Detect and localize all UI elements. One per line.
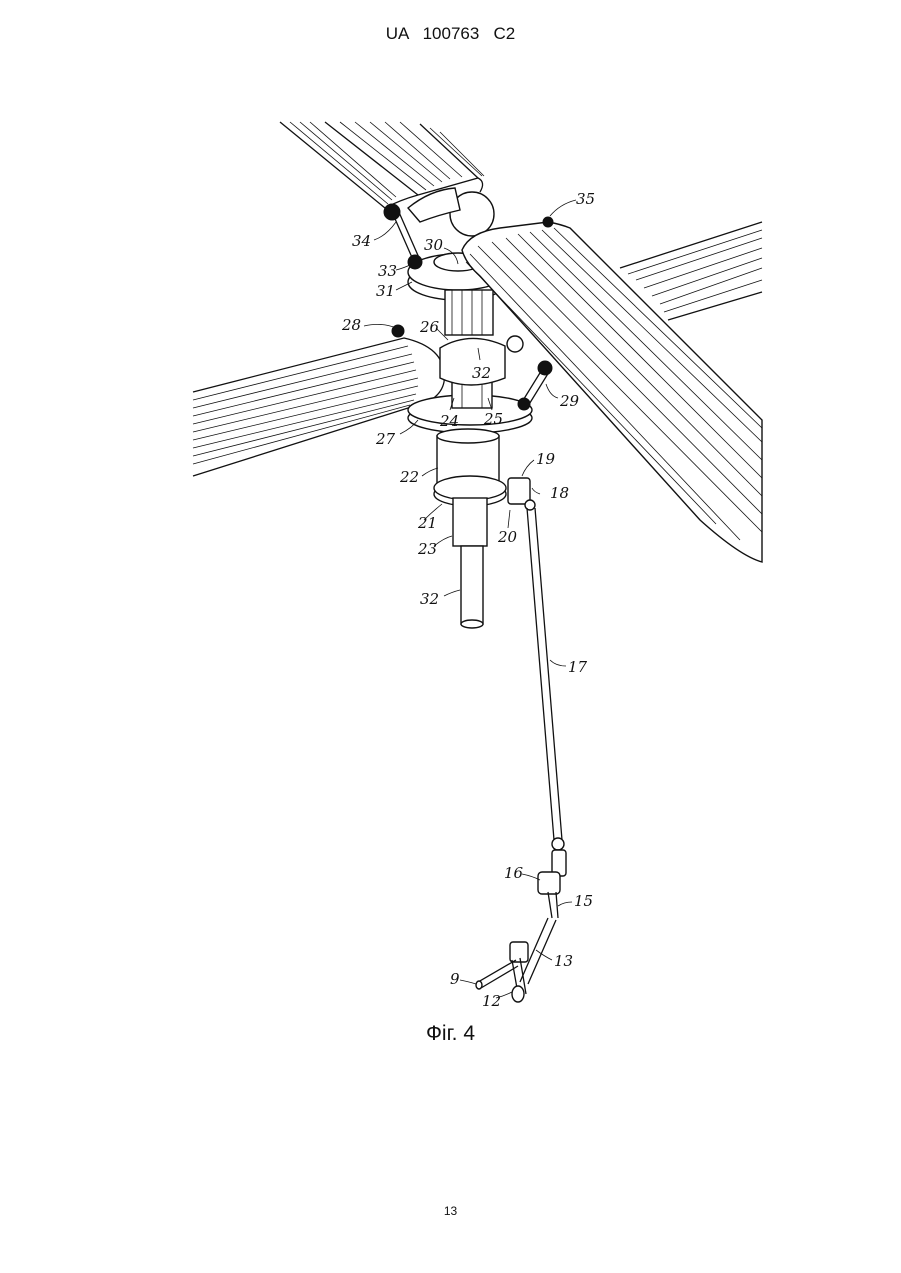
ref-numeral: 18 (550, 484, 569, 502)
ref-numeral: 32 (472, 364, 491, 382)
ref-numeral: 21 (417, 514, 437, 532)
ref-numeral: 30 (424, 236, 444, 254)
ref-numeral: 24 (439, 412, 459, 430)
ref-numeral: 23 (417, 540, 437, 558)
ref-numeral: 9 (450, 970, 460, 988)
ref-numeral: 20 (497, 528, 518, 546)
ref-numeral: 32 (420, 590, 439, 608)
page-number: 13 (0, 1204, 901, 1218)
ref-numeral: 13 (554, 952, 573, 970)
ref-numeral: 16 (504, 864, 524, 882)
ref-numeral: 17 (568, 658, 588, 676)
lower-shaft (434, 429, 535, 628)
ref-numeral: 33 (378, 262, 397, 280)
front-right-blade (462, 217, 762, 562)
ref-numeral: 35 (576, 190, 595, 208)
figure-caption: Фіг. 4 (0, 1022, 901, 1046)
left-blade (193, 338, 444, 476)
ref-numeral: 29 (559, 392, 580, 410)
push-rod (527, 508, 564, 850)
ref-numeral: 27 (375, 430, 396, 448)
ref-numeral: 19 (536, 450, 556, 468)
ref-numeral: 22 (399, 468, 419, 486)
ref-numeral: 25 (483, 410, 503, 428)
ref-numeral: 26 (419, 318, 440, 336)
ref-numeral: 12 (482, 992, 501, 1010)
ref-numeral: 34 (352, 232, 371, 250)
ref-numeral: 15 (574, 892, 593, 910)
ref-numeral: 31 (376, 282, 395, 300)
ref-numeral: 28 (341, 316, 361, 334)
